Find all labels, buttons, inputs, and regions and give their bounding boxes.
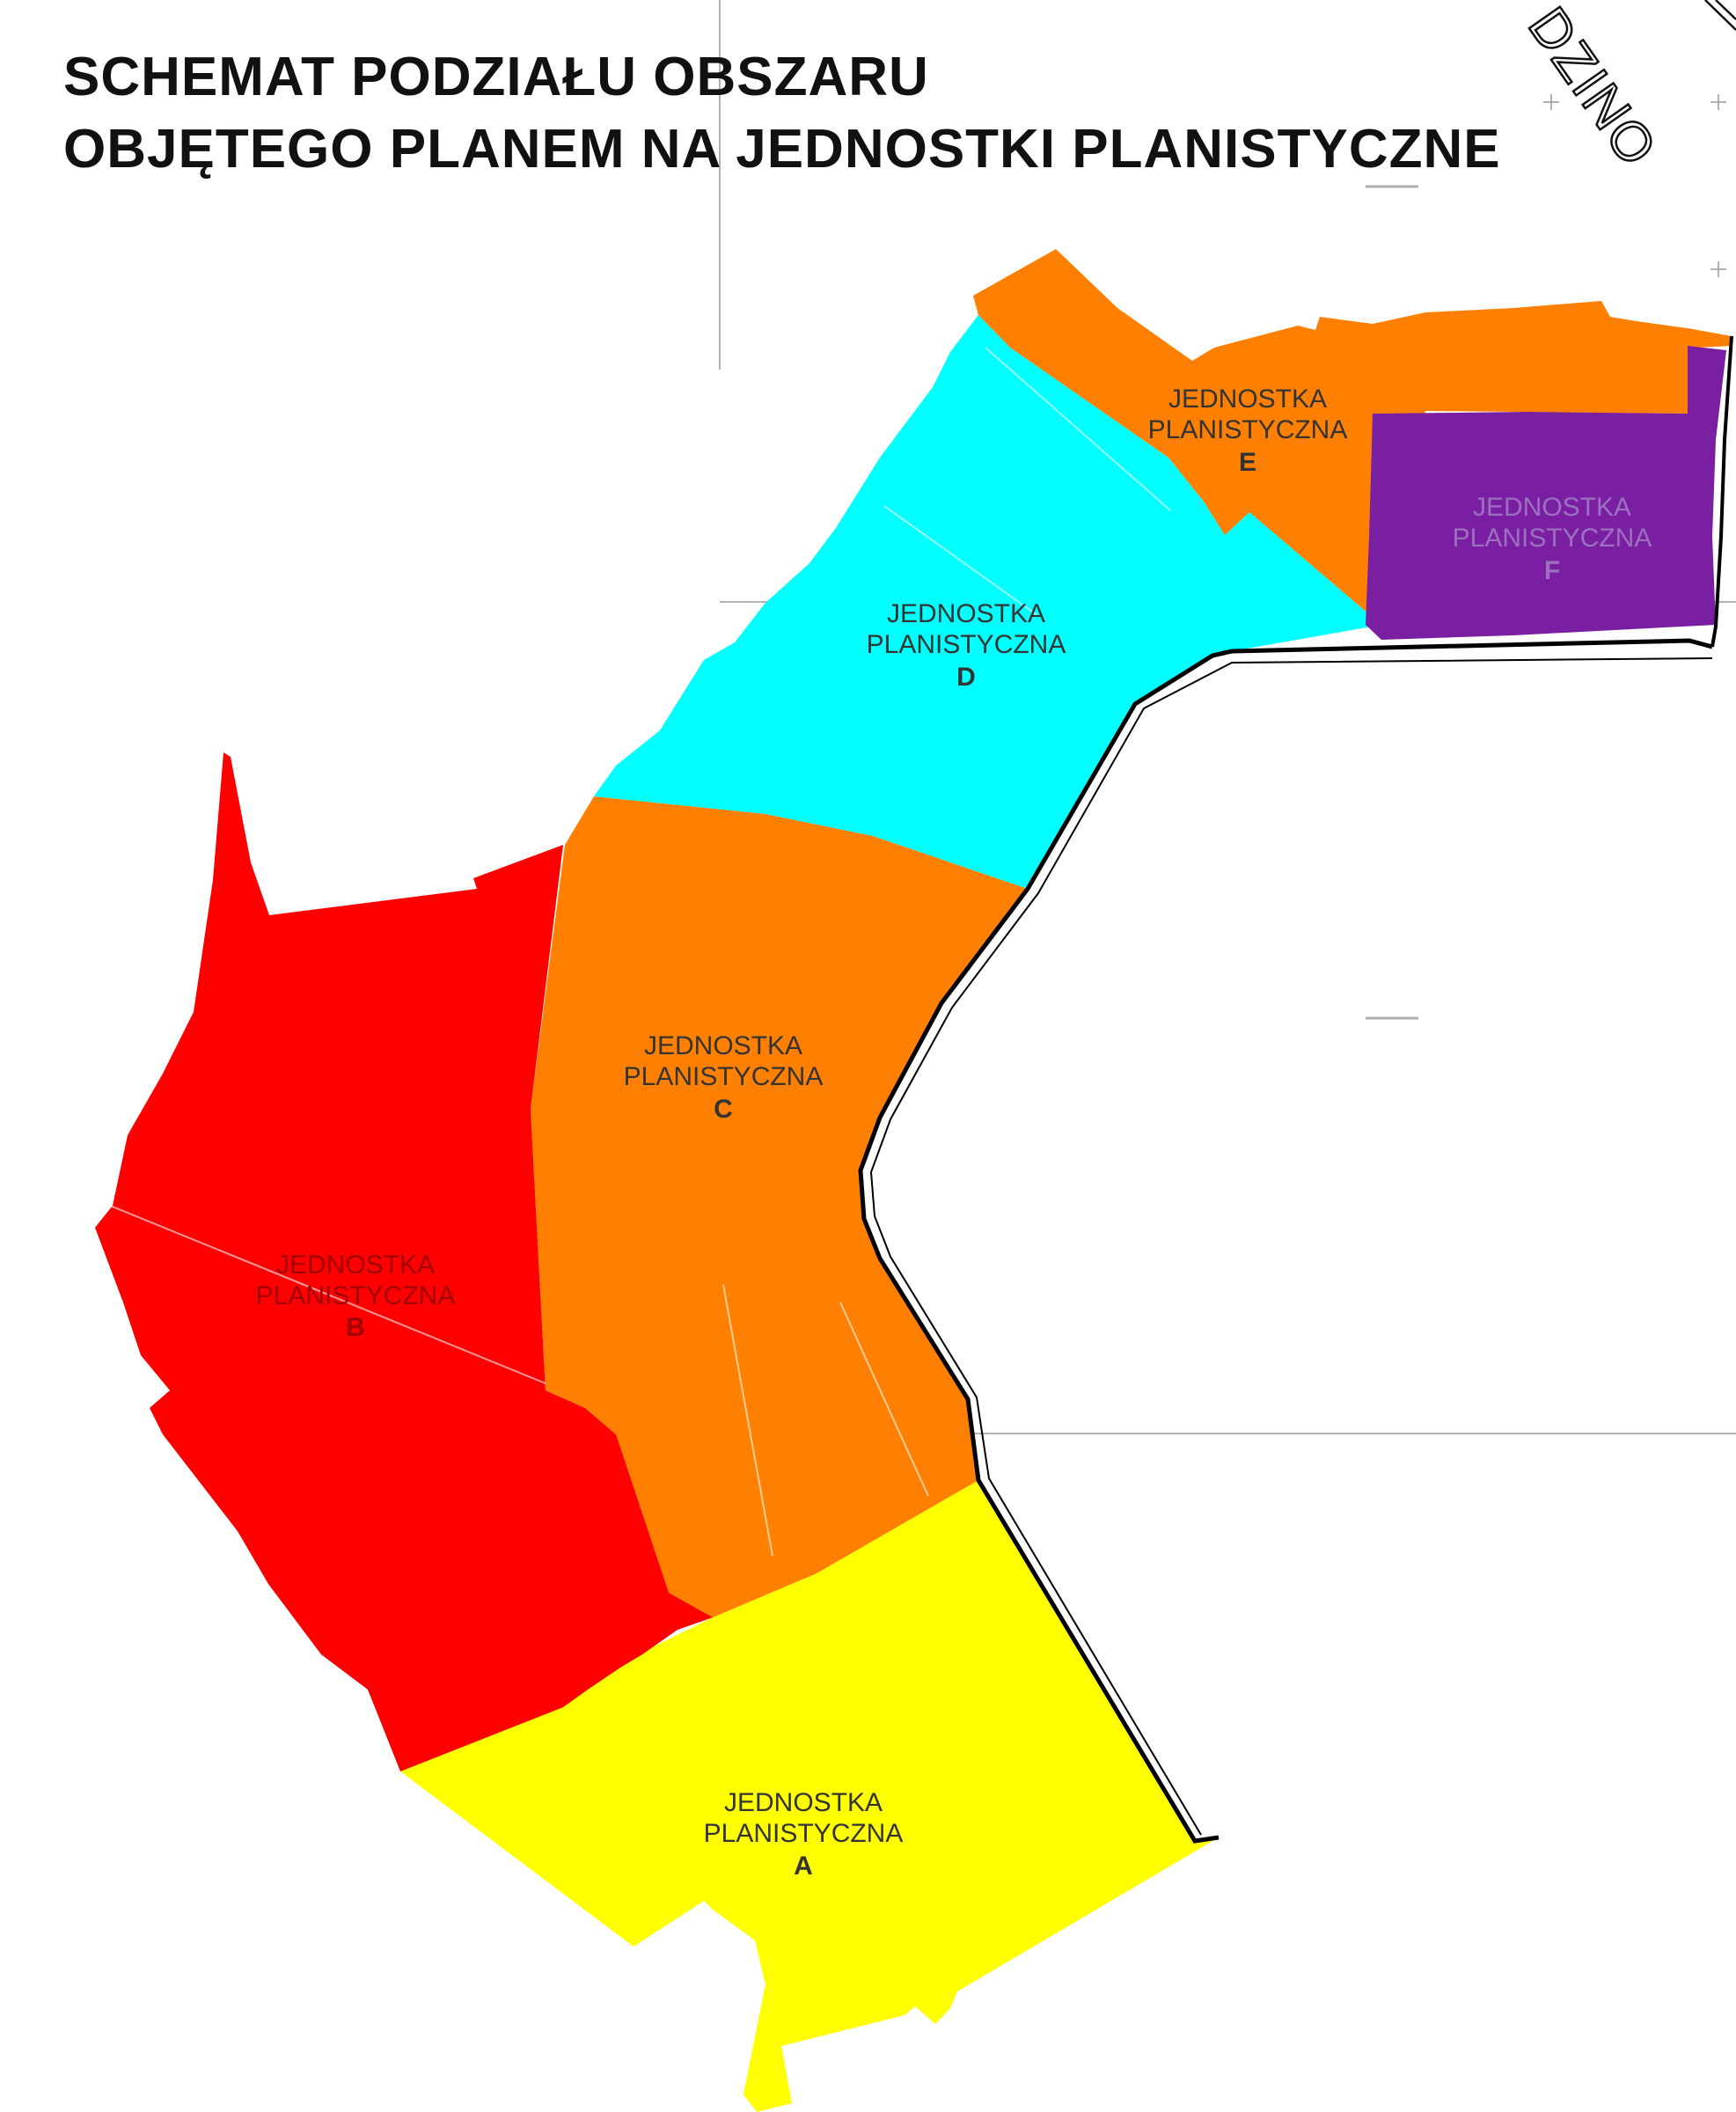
- boundary-line-east: [1710, 335, 1733, 648]
- unit-label-line1: JEDNOSTKA: [276, 1250, 435, 1280]
- unit-label-d: JEDNOSTKA PLANISTYCZNA D: [867, 599, 1066, 692]
- division-line: [839, 1302, 929, 1497]
- unit-polygon-f[interactable]: [1366, 346, 1726, 640]
- unit-polygon-d[interactable]: [594, 315, 1381, 889]
- division-line: [883, 505, 1039, 617]
- plan-boundary: [858, 335, 1733, 1844]
- hatch-line: [1704, 0, 1736, 31]
- unit-label-line2: PLANISTYCZNA: [867, 630, 1066, 659]
- division-line: [109, 1205, 546, 1384]
- unit-label-letter: A: [794, 1852, 813, 1881]
- corner-locality-label: DZINO: [1515, 0, 1669, 179]
- unit-polygon-b[interactable]: [95, 752, 713, 1771]
- unit-label-letter: B: [346, 1313, 365, 1342]
- corner-hatch: [1704, 0, 1736, 31]
- boundary-line-inner: [869, 657, 1713, 1836]
- map-title-line2: OBJĘTEGO PLANEM NA JEDNOSTKI PLANISTYCZN…: [63, 119, 1501, 180]
- unit-label-letter: F: [1544, 556, 1560, 585]
- internal-division-lines: [109, 347, 1171, 1557]
- grid-crosses: [1543, 94, 1726, 277]
- grid-cross: [1543, 94, 1559, 110]
- unit-label-letter: D: [956, 663, 976, 692]
- unit-label-line2: PLANISTYCZNA: [1453, 524, 1652, 553]
- division-line: [722, 1284, 773, 1557]
- unit-label-letter: C: [714, 1095, 733, 1124]
- grid-cross: [1710, 94, 1726, 110]
- unit-label-line1: JEDNOSTKA: [644, 1031, 802, 1060]
- unit-label-line1: JEDNOSTKA: [724, 1788, 883, 1817]
- unit-label-line1: JEDNOSTKA: [1168, 385, 1327, 414]
- division-line: [985, 347, 1171, 511]
- unit-label-f: JEDNOSTKA PLANISTYCZNA F: [1453, 493, 1652, 585]
- unit-label-e: JEDNOSTKA PLANISTYCZNA E: [1148, 385, 1348, 477]
- hatch-line: [1715, 0, 1736, 20]
- map-title-line1: SCHEMAT PODZIAŁU OBSZARU: [63, 47, 929, 107]
- unit-label-a: JEDNOSTKA PLANISTYCZNA A: [704, 1788, 904, 1881]
- corner-label-text: DZINO: [1517, 0, 1669, 178]
- unit-label-c: JEDNOSTKA PLANISTYCZNA C: [624, 1031, 824, 1124]
- unit-label-letter: E: [1239, 448, 1256, 477]
- unit-polygon-c[interactable]: [531, 796, 1028, 1617]
- boundary-line: [858, 638, 1713, 1844]
- unit-label-line1: JEDNOSTKA: [1473, 493, 1631, 522]
- grid-cross: [1710, 261, 1726, 277]
- unit-label-line2: PLANISTYCZNA: [704, 1819, 904, 1848]
- unit-polygon-a[interactable]: [400, 1480, 1219, 2112]
- unit-label-line1: JEDNOSTKA: [887, 599, 1045, 628]
- unit-polygon-e[interactable]: [973, 249, 1732, 625]
- unit-label-line2: PLANISTYCZNA: [1148, 415, 1348, 444]
- unit-label-line2: PLANISTYCZNA: [624, 1062, 824, 1091]
- unit-label-b: JEDNOSTKA PLANISTYCZNA B: [256, 1250, 456, 1342]
- unit-label-line2: PLANISTYCZNA: [256, 1281, 456, 1310]
- planning-unit-polygons: [95, 249, 1732, 2112]
- coordinate-marks: [1366, 185, 1418, 1020]
